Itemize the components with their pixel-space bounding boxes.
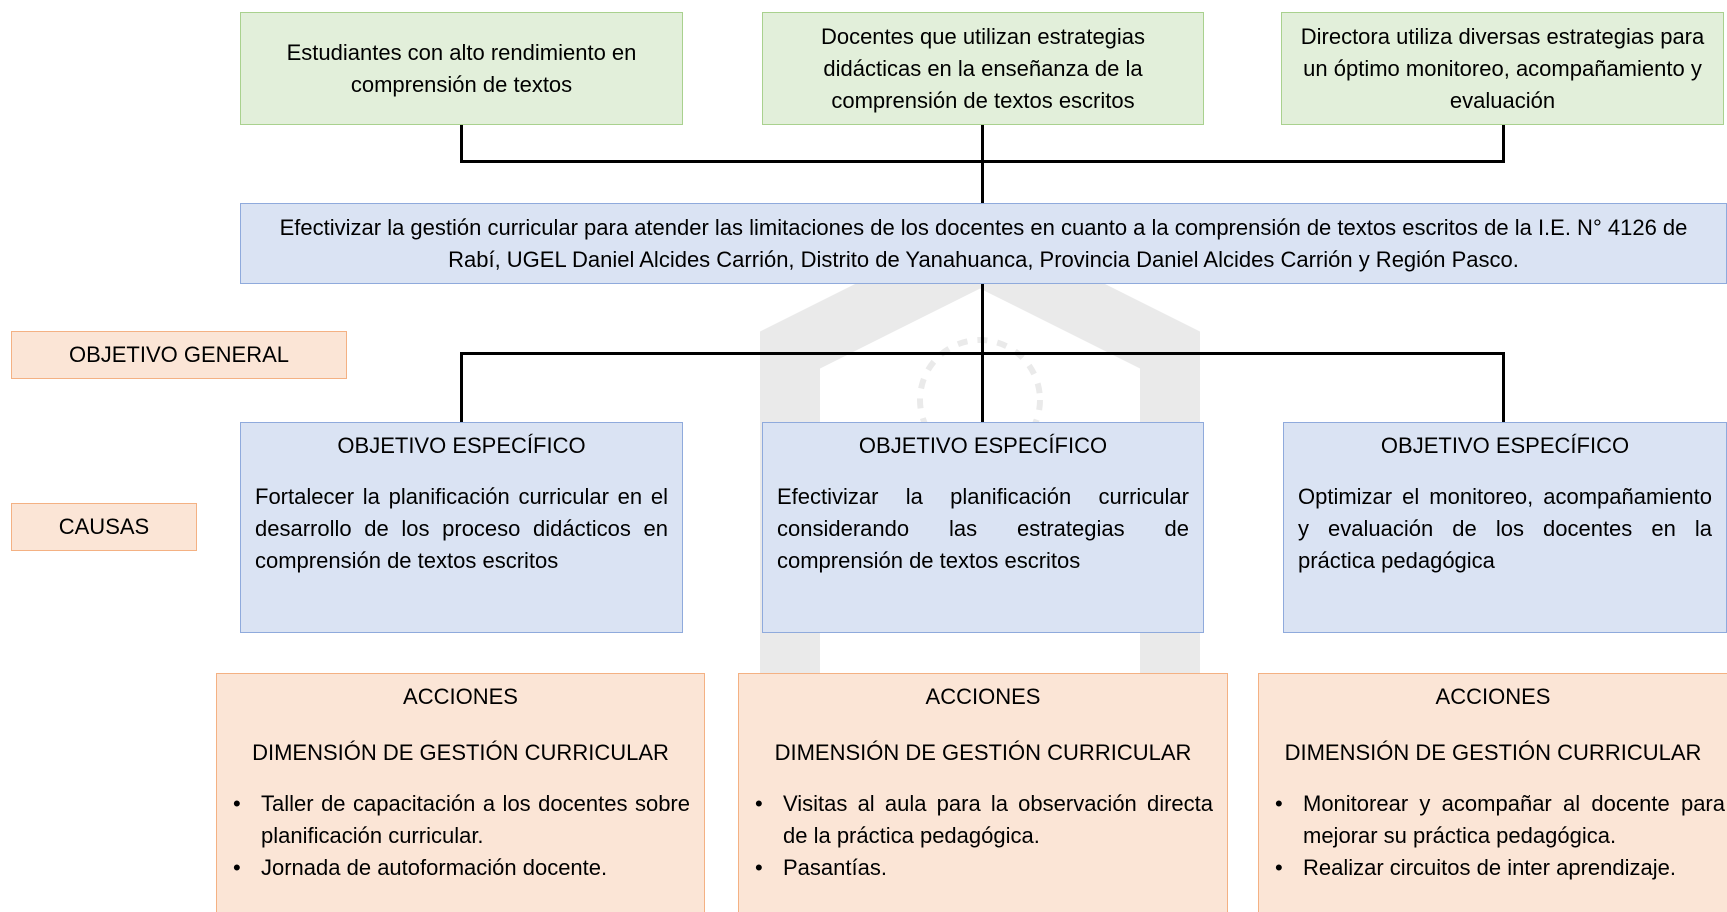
actions-list: Visitas al aula para la observación dire… — [739, 788, 1227, 884]
label-general-objective: OBJETIVO GENERAL — [11, 331, 347, 379]
actions-box-3: ACCIONES DIMENSIÓN DE GESTIÓN CURRICULAR… — [1258, 673, 1727, 912]
result-text-3: Directora utiliza diversas estrategias p… — [1300, 23, 1705, 113]
actions-dimension: DIMENSIÓN DE GESTIÓN CURRICULAR — [252, 740, 669, 765]
specific-objective-text: Fortalecer la planificación curricular e… — [255, 484, 668, 573]
general-objective-box: Efectivizar la gestión curricular para a… — [240, 203, 1727, 284]
specific-objective-box-2: OBJETIVO ESPECÍFICO Efectivizar la plani… — [762, 422, 1204, 633]
action-item: Visitas al aula para la observación dire… — [751, 788, 1213, 852]
result-text-1: Estudiantes con alto rendimiento en comp… — [286, 39, 637, 97]
actions-box-1: ACCIONES DIMENSIÓN DE GESTIÓN CURRICULAR… — [216, 673, 705, 912]
actions-box-2: ACCIONES DIMENSIÓN DE GESTIÓN CURRICULAR… — [738, 673, 1228, 912]
general-objective-text: Efectivizar la gestión curricular para a… — [279, 214, 1688, 272]
actions-heading: ACCIONES — [925, 684, 1041, 709]
action-item: Monitorear y acompañar al docente para m… — [1271, 788, 1725, 852]
action-item: Jornada de autoformación docente. — [229, 852, 690, 884]
action-item: Realizar circuitos de inter aprendizaje. — [1271, 852, 1725, 884]
specific-objective-box-3: OBJETIVO ESPECÍFICO Optimizar el monitor… — [1283, 422, 1727, 633]
label-general-objective-text: OBJETIVO GENERAL — [68, 342, 290, 367]
result-box-1: Estudiantes con alto rendimiento en comp… — [240, 12, 683, 125]
specific-objective-text: Efectivizar la planificación curricular … — [777, 484, 1189, 573]
actions-heading: ACCIONES — [403, 684, 518, 709]
specific-objective-text: Optimizar el monitoreo, acompañamiento y… — [1298, 484, 1712, 573]
connector — [460, 352, 1505, 355]
connector — [460, 160, 1505, 163]
action-item: Pasantías. — [751, 852, 1213, 884]
actions-dimension: DIMENSIÓN DE GESTIÓN CURRICULAR — [774, 740, 1192, 765]
action-item: Taller de capacitación a los docentes so… — [229, 788, 690, 852]
specific-objective-heading: OBJETIVO ESPECÍFICO — [1380, 433, 1630, 458]
actions-list: Taller de capacitación a los docentes so… — [217, 788, 704, 884]
connector — [981, 125, 984, 203]
connector — [460, 125, 463, 162]
actions-dimension: DIMENSIÓN DE GESTIÓN CURRICULAR — [1284, 740, 1702, 765]
specific-objective-heading: OBJETIVO ESPECÍFICO — [858, 433, 1108, 458]
specific-objective-heading: OBJETIVO ESPECÍFICO — [337, 433, 586, 458]
label-causes: CAUSAS — [11, 503, 197, 551]
connector — [460, 352, 463, 422]
actions-list: Monitorear y acompañar al docente para m… — [1259, 788, 1727, 884]
actions-heading: ACCIONES — [1435, 684, 1551, 709]
specific-objective-box-1: OBJETIVO ESPECÍFICO Fortalecer la planif… — [240, 422, 683, 633]
result-box-2: Docentes que utilizan estrategias didáct… — [762, 12, 1204, 125]
connector — [1502, 352, 1505, 422]
label-causes-text: CAUSAS — [58, 514, 150, 539]
connector — [1502, 125, 1505, 162]
result-text-2: Docentes que utilizan estrategias didáct… — [820, 23, 1146, 113]
result-box-3: Directora utiliza diversas estrategias p… — [1281, 12, 1724, 125]
